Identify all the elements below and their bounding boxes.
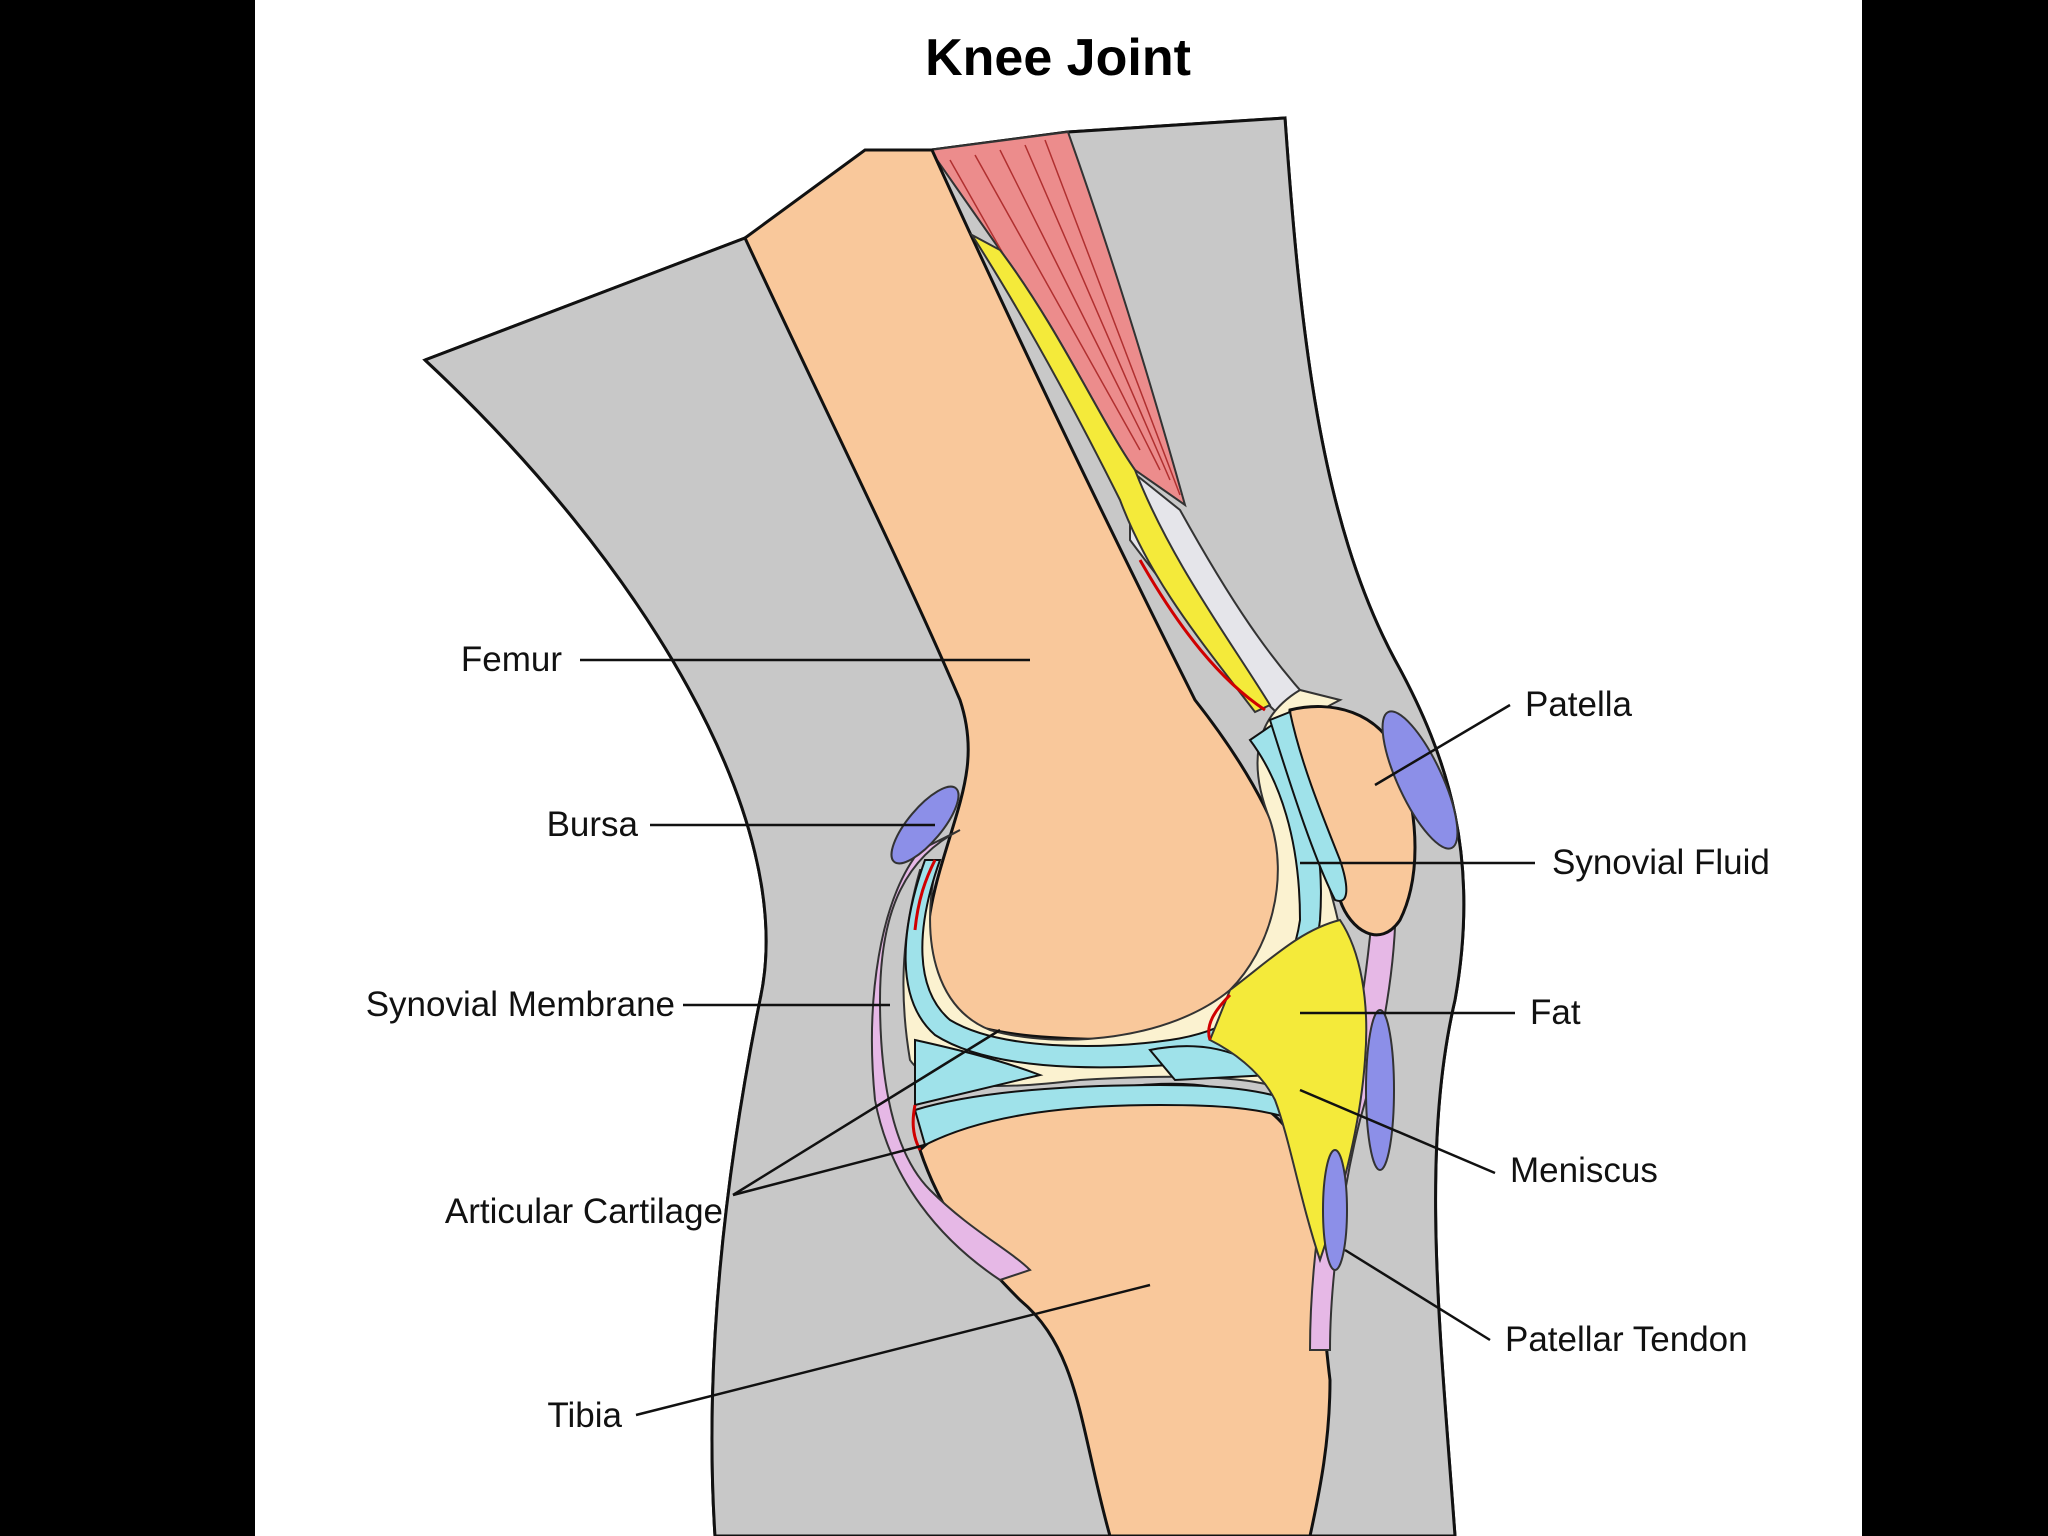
tibia-leader <box>635 1283 1151 1417</box>
label-bursa: Bursa <box>546 805 638 844</box>
patellar-cartilage <box>1268 710 1348 902</box>
label-patellar-tendon: Patellar Tendon <box>1505 1320 1748 1359</box>
bursa-infrapatellar <box>1365 1009 1395 1171</box>
articular-cartilage-leader-1 <box>732 1028 1001 1197</box>
patellar-tendon-leader <box>1344 1248 1491 1342</box>
articular-cartilage-leader-2 <box>732 1143 926 1197</box>
label-fat: Fat <box>1530 993 1581 1032</box>
meniscus-leader <box>1299 1088 1496 1175</box>
label-synovial-fluid: Synovial Fluid <box>1552 843 1770 882</box>
bursa-deep <box>1322 1149 1348 1271</box>
label-meniscus: Meniscus <box>1510 1151 1658 1190</box>
diagram-title: Knee Joint <box>925 29 1191 87</box>
synovial-membrane <box>871 829 1032 1282</box>
label-patella: Patella <box>1525 685 1633 724</box>
label-synovial-membrane: Synovial Membrane <box>365 985 675 1024</box>
patella-leader <box>1374 703 1511 787</box>
label-femur: Femur <box>460 640 562 679</box>
leader-lines <box>580 658 1535 1417</box>
meniscus-posterior <box>914 1038 1044 1107</box>
label-articular-cartilage: Articular Cartilage <box>444 1192 723 1231</box>
label-tibia: Tibia <box>547 1396 622 1435</box>
bursa-prepatellar <box>1381 710 1459 850</box>
fat-strip <box>969 232 1272 714</box>
